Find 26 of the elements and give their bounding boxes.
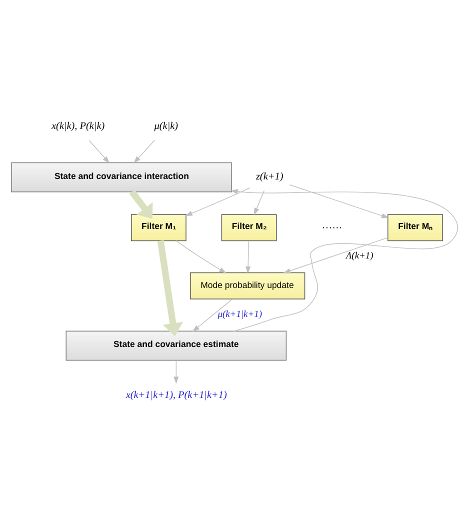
arrow <box>174 359 179 384</box>
arrow <box>254 190 265 215</box>
arrow <box>192 298 232 332</box>
arrow <box>289 184 389 218</box>
node-text: z(k+1) <box>256 170 284 182</box>
node-box: Mode probability update <box>190 272 306 299</box>
arrow <box>185 187 250 216</box>
arrow <box>157 240 184 336</box>
arrow <box>88 139 110 163</box>
arrow <box>230 188 458 331</box>
arrow <box>283 236 388 273</box>
node-text: μ(k|k) <box>154 120 178 132</box>
node-box: Filter M₂ <box>221 214 277 241</box>
node-box: State and covariance interaction <box>11 162 232 192</box>
node-box: State and covariance estimate <box>66 330 287 360</box>
node-text: x(k+1|k+1), P(k+1|k+1) <box>126 389 227 400</box>
label: ······ <box>322 222 342 233</box>
node-text: x(k|k), P(k|k) <box>52 120 105 132</box>
arrow <box>176 240 227 273</box>
arrow <box>246 240 251 274</box>
arrow <box>129 189 153 218</box>
node-box: Filter M₁ <box>130 214 186 241</box>
edge-label: μ(k+1|k+1) <box>218 309 262 320</box>
edge-label: Λ(k+1) <box>346 251 374 262</box>
node-box: Filter Mₙ <box>388 214 443 241</box>
arrow <box>134 139 155 163</box>
